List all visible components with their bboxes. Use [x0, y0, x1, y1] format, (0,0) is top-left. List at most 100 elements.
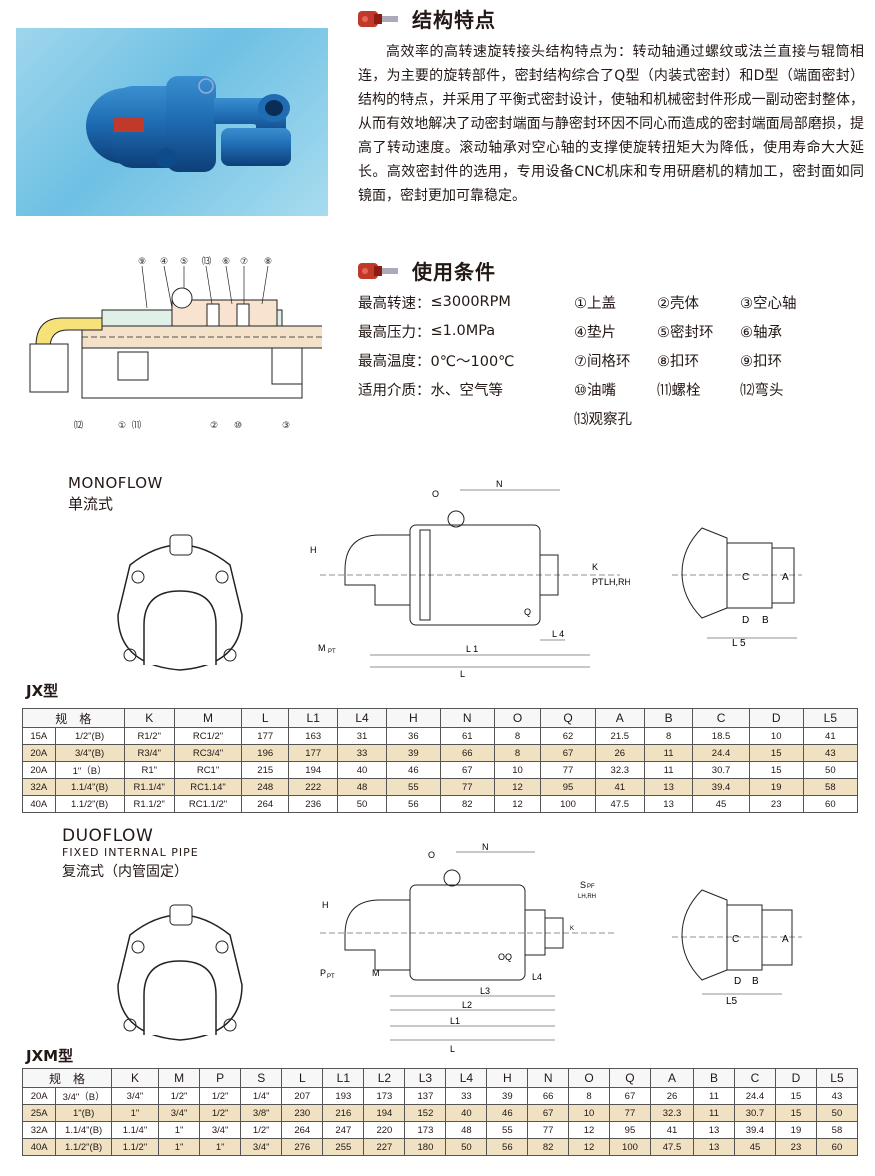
table-cell: 1/2" [158, 1087, 201, 1105]
table-cell: 15A [22, 727, 56, 745]
part-label: ⑨ [138, 257, 146, 267]
table-cell: 8 [493, 727, 542, 745]
table-header: P [199, 1068, 242, 1088]
dim-label: C [742, 572, 749, 583]
table-cell: 45 [733, 1138, 777, 1156]
table-cell: 1.1/4" [110, 1121, 160, 1139]
part-label: ② [210, 421, 218, 431]
part-label: ⑥ [222, 257, 230, 267]
part-label: ③ [282, 421, 290, 431]
table-cell: 77 [439, 778, 495, 796]
dim-label: D [734, 976, 741, 987]
part-label: ⑿ [74, 419, 83, 431]
table-header: L4 [445, 1068, 488, 1088]
dim-label: O [432, 489, 439, 499]
dim-label: K [570, 926, 574, 932]
table-header: Q [608, 1068, 651, 1088]
table-cell: 50 [802, 761, 859, 779]
table-header: 规 格 [22, 1068, 112, 1088]
table-cell: RC1/2" [173, 727, 243, 745]
part-item: ⑾螺栓 [657, 383, 701, 399]
rotary-joint-icon [358, 262, 398, 279]
table-cell: 30.7 [733, 1104, 777, 1122]
part-item: ⑩油嘴 [574, 383, 616, 399]
table-cell: R1/2" [123, 727, 175, 745]
table-header: N [527, 1068, 570, 1088]
table-header: L [241, 708, 290, 728]
dim-label: H [310, 545, 317, 555]
product-photo [16, 28, 328, 216]
dim-label: PF [587, 884, 595, 890]
table-cell: 62 [540, 727, 596, 745]
conditions-title: 使用条件 [412, 260, 496, 284]
dim-label: L2 [462, 1000, 472, 1010]
duoflow-front-view [117, 904, 243, 1041]
table-cell: 46 [385, 761, 441, 779]
table-header: H [385, 708, 441, 728]
part-label: ⑦ [240, 257, 248, 267]
table-cell: 23 [748, 795, 804, 813]
table-cell: 1/2" [199, 1104, 242, 1122]
table-cell: 32.3 [649, 1104, 695, 1122]
dim-label: C [732, 934, 739, 945]
table-cell: 31 [337, 727, 387, 745]
dim-label: PT [592, 577, 604, 587]
table-cell: RC1" [173, 761, 243, 779]
part-label: ⑤ [180, 257, 188, 267]
table-header: L1 [322, 1068, 365, 1088]
table-cell: 32A [21, 1121, 57, 1139]
condition-value: ≤1.0MPa [430, 323, 496, 339]
table-row: 20A 3/4"(B) R3/4" RC3/4" 196 177 33 39 6… [22, 744, 859, 762]
duoflow-shaft-view: C A D B L5 [672, 889, 802, 1007]
duoflow-title: DUOFLOW [62, 826, 154, 846]
table-cell: 30.7 [692, 761, 750, 779]
table-cell: R3/4" [123, 744, 175, 762]
table-header: S [240, 1068, 283, 1088]
duoflow-side-view: O N H S PF LH,RH K OQ L4 L3 L2 L1 L P PT… [320, 842, 615, 1054]
table-cell: 32A [22, 778, 56, 796]
dim-label: L 1 [466, 644, 478, 654]
rotary-joint-icon [358, 10, 398, 27]
table-header: 规 格 [22, 708, 125, 728]
table-cell: 20A [22, 761, 56, 779]
table-cell: 1/4" [240, 1087, 283, 1105]
table-cell: 20A [22, 744, 56, 762]
table-cell: 12 [493, 795, 542, 813]
table-row: 32A 1.1/4"(B) 1.1/4" 1" 3/4" 1/2" 264 24… [21, 1121, 859, 1139]
table-cell: 32.3 [594, 761, 645, 779]
condition-row: 最高压力： ≤1.0MPa [358, 319, 495, 343]
table-cell: R1" [123, 761, 175, 779]
table-cell: 173 [404, 1121, 447, 1139]
table-row: 20A 3/4"（B） 3/4" 1/2" 1/2" 1/4" 207 193 … [21, 1087, 859, 1105]
table-cell: 77 [540, 761, 596, 779]
table-cell: 11 [693, 1087, 735, 1105]
table-cell: 43 [815, 1087, 859, 1105]
table-cell: R1.1/4" [123, 778, 175, 796]
dim-label: Q [524, 607, 531, 617]
table-cell: 230 [281, 1104, 324, 1122]
table-cell: 77 [608, 1104, 651, 1122]
table-cell: 3/8" [240, 1104, 283, 1122]
part-label: ⑾ [132, 419, 141, 431]
table-cell: 1/2" [240, 1121, 283, 1139]
table-cell: 61 [439, 727, 495, 745]
part-label: ⑧ [264, 257, 272, 267]
table-cell: 58 [815, 1121, 859, 1139]
dim-label: B [752, 976, 759, 987]
table-cell: 18.5 [692, 727, 750, 745]
monoflow-title: MONOFLOW [68, 474, 163, 492]
table-cell: 67 [608, 1087, 651, 1105]
table-cell: 227 [363, 1138, 406, 1156]
condition-value: 水、空气等 [430, 382, 504, 399]
table-cell: 8 [643, 727, 694, 745]
table-cell: 33 [445, 1087, 488, 1105]
table-cell: 55 [385, 778, 441, 796]
dim-label: L [460, 669, 465, 679]
table-header: A [649, 1068, 695, 1088]
part-item: ①上盖 [574, 296, 616, 312]
table-cell: 194 [288, 761, 339, 779]
table-cell: 39 [385, 744, 441, 762]
condition-value: 0℃～100℃ [430, 353, 515, 370]
table-cell: 8 [493, 744, 542, 762]
table-cell: 26 [594, 744, 645, 762]
